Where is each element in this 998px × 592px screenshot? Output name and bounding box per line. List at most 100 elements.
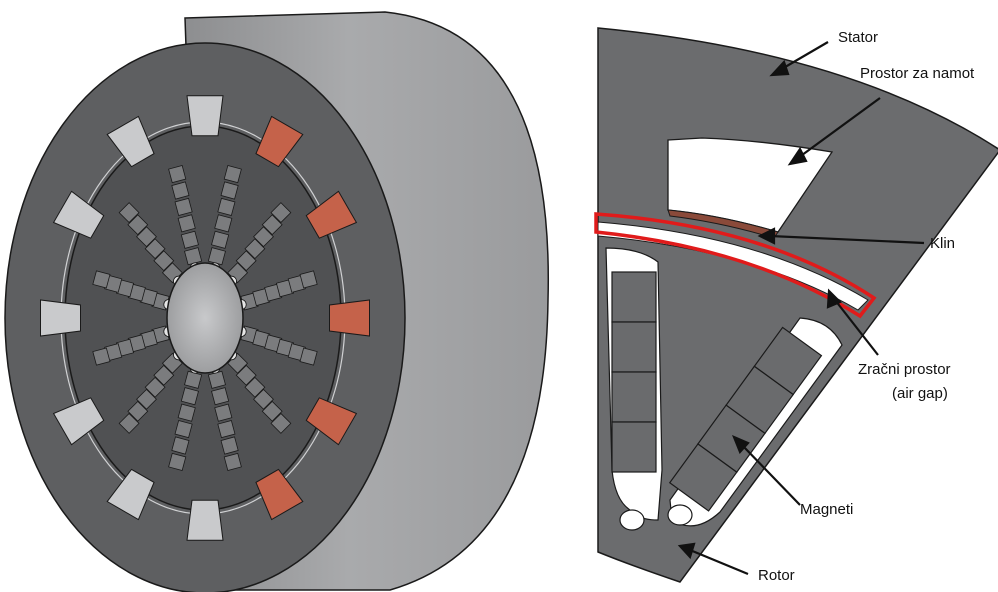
magnet-block xyxy=(220,436,239,455)
stator-slot xyxy=(52,190,105,239)
arrowhead xyxy=(769,59,790,77)
slot-face xyxy=(255,115,304,168)
magnet-block xyxy=(153,364,175,386)
shaft-bore xyxy=(166,262,244,374)
magnet-block xyxy=(184,370,203,389)
stator-slot xyxy=(255,115,304,168)
label-winding-space: Prostor za namot xyxy=(860,65,975,82)
magnet-block xyxy=(118,202,140,224)
stator-slot xyxy=(255,468,304,521)
air-gap-highlight xyxy=(594,212,877,319)
magnet-block xyxy=(92,347,111,366)
label-magnets: Magneti xyxy=(800,501,853,518)
magnet-block xyxy=(611,421,657,473)
magnet-block xyxy=(207,247,226,266)
label-stator: Stator xyxy=(838,29,878,46)
magnet-block xyxy=(136,388,157,410)
stator-slot xyxy=(106,468,155,521)
arrow-magnets xyxy=(741,444,801,506)
magnet-block xyxy=(214,403,233,422)
callout-arrows xyxy=(677,41,925,576)
magnet-block xyxy=(180,230,199,249)
magnet-block xyxy=(253,388,274,410)
arrowhead xyxy=(787,146,808,166)
magnet-block xyxy=(211,387,230,406)
slot-face xyxy=(106,468,155,521)
magnet-block xyxy=(177,214,196,233)
magnet-block xyxy=(253,226,274,248)
magnet-block xyxy=(261,214,283,236)
magnet-block xyxy=(299,270,318,289)
magnet-block xyxy=(118,412,140,434)
magnet-block xyxy=(171,436,190,455)
rotor-hole xyxy=(667,504,693,526)
magnet-block xyxy=(244,238,266,260)
magnet-block xyxy=(217,197,236,216)
magnet-block xyxy=(270,202,292,224)
magnet-block xyxy=(235,364,257,386)
magnet-block xyxy=(153,250,175,272)
magnet-block xyxy=(184,247,203,266)
magnet-block xyxy=(174,420,193,439)
magnet-block xyxy=(177,403,196,422)
magnet-block xyxy=(299,347,318,366)
stator-slot xyxy=(305,397,358,446)
magnet-block xyxy=(235,250,257,272)
rotor-hole xyxy=(619,509,645,531)
slot-face xyxy=(40,299,81,337)
magnet-block xyxy=(171,181,190,200)
magnet-block xyxy=(223,452,242,471)
magnet-block xyxy=(92,270,111,289)
arrow-winding-space xyxy=(797,97,881,159)
magnet-block xyxy=(174,197,193,216)
stator-slot xyxy=(40,299,81,337)
rotor-spoke xyxy=(235,270,318,311)
magnet-block xyxy=(207,370,226,389)
stator-slot xyxy=(186,499,224,541)
magnet-block xyxy=(136,226,157,248)
slot-face xyxy=(106,115,155,168)
label-wedge: Klin xyxy=(930,235,955,252)
magnet-block xyxy=(611,371,657,423)
rotor-magnet-spokes xyxy=(92,165,318,471)
magnet-block xyxy=(180,387,199,406)
rotor-spoke xyxy=(118,202,184,287)
magnet-block xyxy=(127,214,149,236)
arrow-air-gap xyxy=(834,299,879,356)
rotor-spoke xyxy=(207,165,242,274)
slot-face xyxy=(305,397,358,446)
slot-face xyxy=(52,397,105,446)
slot-face xyxy=(186,499,224,541)
arrow-rotor xyxy=(689,548,749,576)
stator-slot xyxy=(305,190,358,239)
magnet-block xyxy=(127,400,149,422)
magnet-block xyxy=(144,238,166,260)
motor-section-view: Stator Prostor za namot Klin Zračni pros… xyxy=(594,27,998,584)
magnets-diagonal-row xyxy=(668,326,823,512)
stator-slot xyxy=(52,397,105,446)
arrowhead xyxy=(731,434,750,455)
magnet-block xyxy=(144,376,166,398)
stator-slot xyxy=(329,299,370,337)
rotor-spoke xyxy=(226,202,292,287)
magnet-block xyxy=(611,321,657,373)
magnet-block xyxy=(753,326,823,396)
stator-slot xyxy=(186,95,224,137)
magnet-block xyxy=(223,165,242,184)
magnet-block xyxy=(244,376,266,398)
arrowhead xyxy=(757,227,776,245)
rotor-spoke xyxy=(235,325,318,366)
arrow-wedge xyxy=(769,234,925,245)
slot-face xyxy=(255,468,304,521)
magnets-left-column xyxy=(611,271,657,473)
slot-face xyxy=(329,299,370,337)
slot-face xyxy=(52,190,105,239)
slot-face xyxy=(305,190,358,239)
air-gap-band xyxy=(597,221,869,311)
motor-3d-view xyxy=(4,11,550,592)
label-air-gap: Zračni prostor xyxy=(858,361,951,378)
magnet-block xyxy=(168,452,187,471)
arrow-stator xyxy=(779,41,829,71)
label-air-gap-en: (air gap) xyxy=(892,385,948,402)
